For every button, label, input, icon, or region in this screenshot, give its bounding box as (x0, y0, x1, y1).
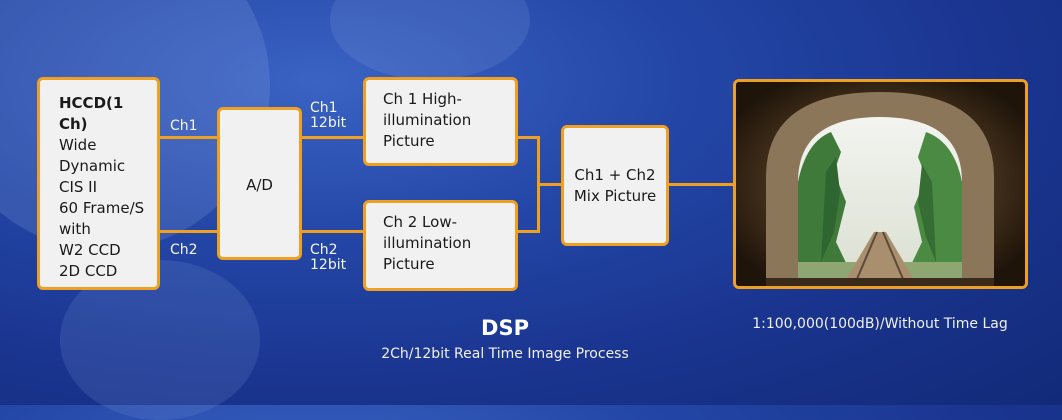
dsp-subtitle: 2Ch/12bit Real Time Image Process (381, 346, 629, 362)
ch1-picture-label: Ch 1 High- illumination Picture (383, 90, 472, 150)
ch2-picture-box: Ch 2 Low- illumination Picture (363, 200, 518, 291)
output-caption: 1:100,000(100dB)/Without Time Lag (752, 316, 1008, 332)
wire-mix-to-output (666, 183, 736, 186)
railway-tunnel-photo-icon (736, 82, 1025, 286)
wire-sensor-ch2 (157, 230, 219, 233)
wire-ad-ch1 (299, 136, 365, 139)
output-image (733, 79, 1028, 289)
label-ch2-12bit: Ch2 12bit (310, 242, 347, 273)
label-ch1-12bit: Ch1 12bit (310, 100, 347, 131)
background-decoration (330, 0, 530, 80)
sensor-box: HCCD(1 Ch) Wide Dynamic CIS II 60 Frame/… (37, 77, 160, 290)
ad-converter-box: A/D (217, 107, 302, 260)
wire-ad-ch2 (299, 230, 365, 233)
wire-ch2-out (515, 230, 539, 233)
mix-picture-box: Ch1 + Ch2 Mix Picture (561, 125, 669, 246)
mix-picture-label: Ch1 + Ch2 Mix Picture (573, 165, 657, 205)
ad-label: A/D (246, 176, 273, 194)
label-ch2: Ch2 (170, 242, 198, 258)
dsp-title: DSP (481, 316, 529, 340)
ch1-picture-box: Ch 1 High- illumination Picture (363, 77, 518, 166)
ch2-picture-label: Ch 2 Low- illumination Picture (383, 213, 472, 273)
sensor-title: HCCD(1 Ch) (59, 94, 124, 133)
wire-to-mix (537, 183, 565, 186)
wire-ch1-out (515, 136, 539, 139)
wire-sensor-ch1 (157, 136, 219, 139)
sensor-description: Wide Dynamic CIS II 60 Frame/S with W2 C… (59, 136, 145, 280)
label-ch1: Ch1 (170, 118, 198, 134)
